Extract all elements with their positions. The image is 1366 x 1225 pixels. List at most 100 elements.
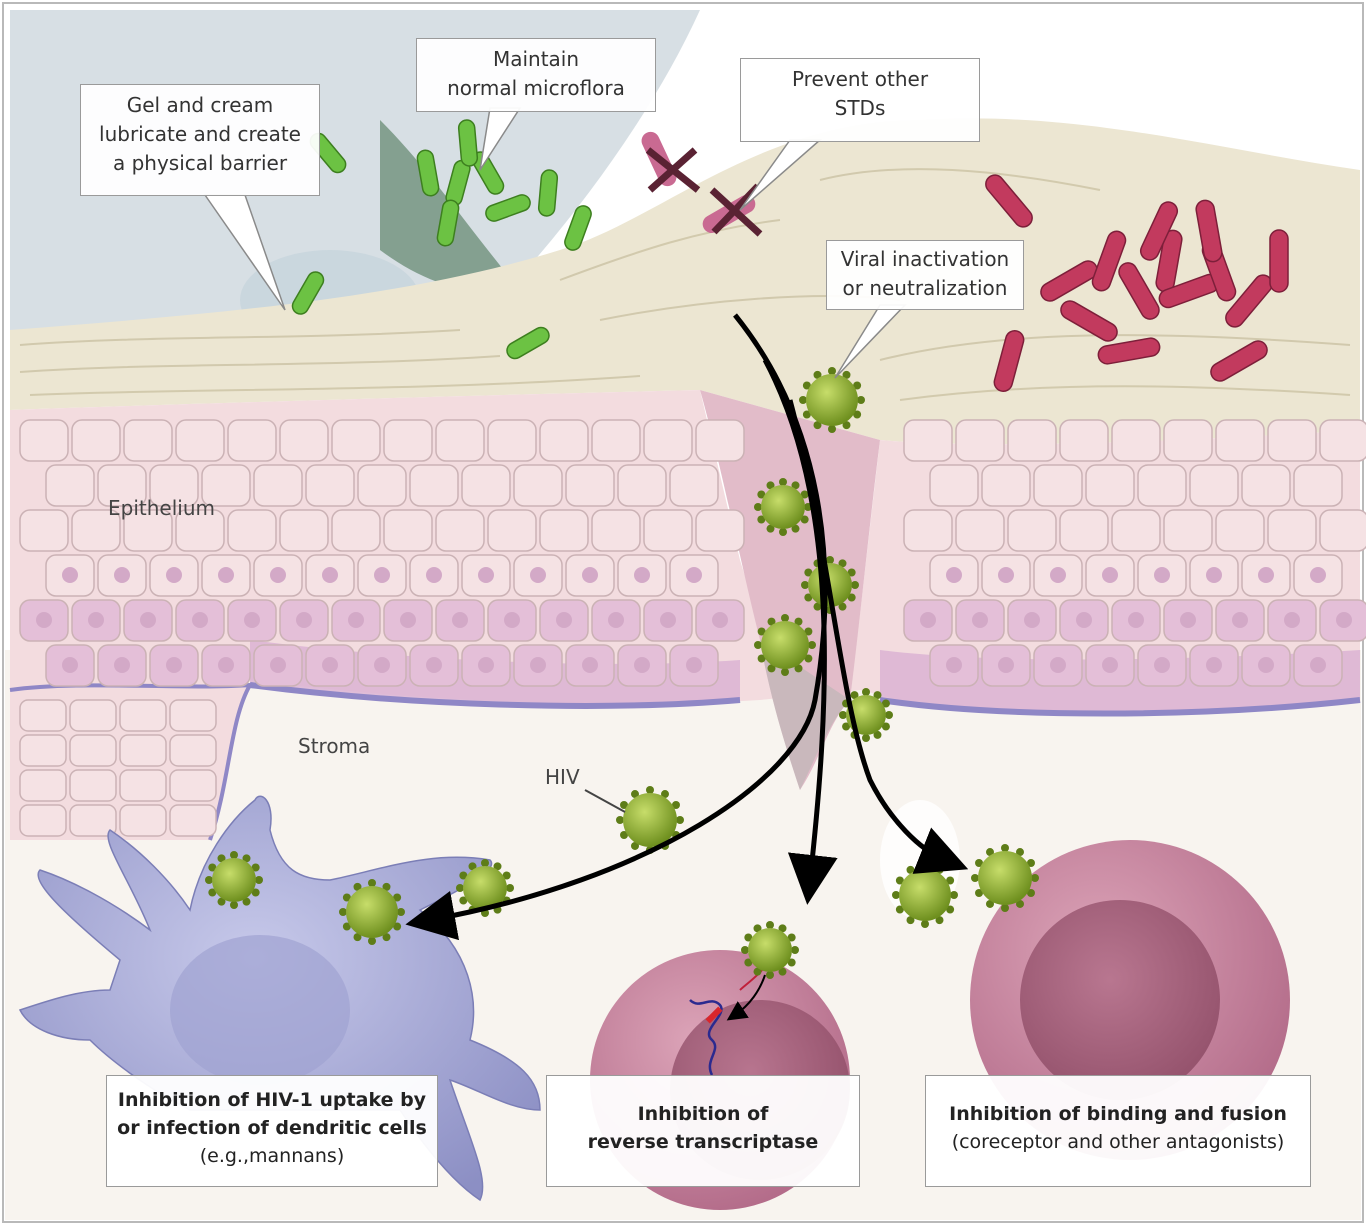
cell-nucleus	[1180, 612, 1196, 628]
epithelial-cell	[436, 510, 484, 551]
epithelial-cell	[904, 510, 952, 551]
epithelial-cell	[1242, 465, 1290, 506]
epithelial-cell	[170, 700, 216, 731]
epithelial-cell	[592, 510, 640, 551]
mechanism-rt-title: Inhibition of	[547, 1100, 859, 1128]
cell-nucleus	[582, 567, 598, 583]
cell-nucleus	[686, 657, 702, 673]
epithelial-cell	[1034, 465, 1082, 506]
cell-nucleus	[1102, 567, 1118, 583]
cell-nucleus	[140, 612, 156, 628]
callout-barrier: Gel and cream lubricate and create a phy…	[80, 84, 320, 196]
callout-microflora-line: Maintain	[425, 45, 647, 74]
callout-viral-line: or neutralization	[835, 274, 1015, 303]
callout-barrier-line: Gel and cream	[89, 91, 311, 120]
epithelial-cell	[46, 465, 94, 506]
epithelial-cell	[70, 735, 116, 766]
cell-nucleus	[270, 657, 286, 673]
epithelial-cell	[384, 420, 432, 461]
epithelial-cell	[120, 735, 166, 766]
cell-nucleus	[582, 657, 598, 673]
epithelial-cell	[176, 420, 224, 461]
epithelial-cell	[488, 420, 536, 461]
epithelial-cell	[488, 510, 536, 551]
epithelial-cell	[670, 465, 718, 506]
epithelial-cell	[332, 420, 380, 461]
cell-nucleus	[1336, 612, 1352, 628]
cell-nucleus	[322, 657, 338, 673]
epithelial-cell	[1216, 420, 1264, 461]
epithelial-cell	[1164, 510, 1212, 551]
cell-nucleus	[452, 612, 468, 628]
cell-nucleus	[114, 657, 130, 673]
cell-nucleus	[400, 612, 416, 628]
cell-nucleus	[114, 567, 130, 583]
label-stroma: Stroma	[298, 734, 370, 758]
cell-nucleus	[972, 612, 988, 628]
epithelial-cell	[696, 420, 744, 461]
epithelial-cell	[618, 465, 666, 506]
cell-nucleus	[1206, 657, 1222, 673]
epithelial-cell	[462, 465, 510, 506]
cell-nucleus	[426, 657, 442, 673]
cell-nucleus	[1258, 657, 1274, 673]
label-epithelium: Epithelium	[108, 496, 215, 520]
mechanism-rt-title: reverse transcriptase	[547, 1128, 859, 1156]
mechanism-dendritic-example: (e.g.,mannans)	[107, 1142, 437, 1170]
cell-nucleus	[634, 657, 650, 673]
epithelial-cell	[72, 420, 120, 461]
cell-nucleus	[634, 567, 650, 583]
epithelial-cell	[1268, 420, 1316, 461]
epithelial-cell	[20, 700, 66, 731]
callout-stds-line: Prevent other	[749, 65, 971, 94]
label-hiv: HIV	[545, 765, 580, 789]
mechanism-binding-fusion: Inhibition of binding and fusion (corece…	[925, 1075, 1311, 1187]
cell-nucleus	[62, 567, 78, 583]
cell-nucleus	[1024, 612, 1040, 628]
epithelial-cell	[1268, 510, 1316, 551]
cell-nucleus	[1128, 612, 1144, 628]
cell-nucleus	[296, 612, 312, 628]
epithelial-cell	[1060, 420, 1108, 461]
cell-nucleus	[504, 612, 520, 628]
epithelial-cell	[1216, 510, 1264, 551]
epithelial-cell	[332, 510, 380, 551]
epithelial-cell	[306, 465, 354, 506]
epithelial-cell	[70, 770, 116, 801]
callout-stds-line: STDs	[749, 94, 971, 123]
cell-nucleus	[1232, 612, 1248, 628]
epithelial-cell	[540, 420, 588, 461]
epithelial-cell	[170, 770, 216, 801]
epithelial-cell	[566, 465, 614, 506]
epithelial-cell	[1190, 465, 1238, 506]
epithelial-cell	[1138, 465, 1186, 506]
mechanism-binding-example: (coreceptor and other antagonists)	[926, 1128, 1310, 1156]
epithelial-cell	[1320, 420, 1366, 461]
cell-nucleus	[946, 567, 962, 583]
epithelial-cell	[592, 420, 640, 461]
epithelial-cell	[1086, 465, 1134, 506]
cell-nucleus	[218, 567, 234, 583]
callout-microflora-line: normal microflora	[425, 74, 647, 103]
epithelial-cell	[540, 510, 588, 551]
epithelial-cell	[514, 465, 562, 506]
epithelial-cell	[20, 420, 68, 461]
epithelial-cell	[1008, 420, 1056, 461]
epithelial-cell	[120, 770, 166, 801]
cell-nucleus	[478, 657, 494, 673]
std-bacterium-icon	[1270, 230, 1288, 292]
cell-nucleus	[530, 657, 546, 673]
cell-nucleus	[660, 612, 676, 628]
cell-nucleus	[1154, 657, 1170, 673]
cell-nucleus	[374, 567, 390, 583]
cell-nucleus	[1206, 567, 1222, 583]
epithelial-cell	[644, 510, 692, 551]
epithelial-cell	[170, 805, 216, 836]
epithelial-cell	[70, 700, 116, 731]
epithelial-cell	[120, 700, 166, 731]
mechanism-dendritic: Inhibition of HIV-1 uptake by or infecti…	[106, 1075, 438, 1187]
cell-nucleus	[1284, 612, 1300, 628]
cell-nucleus	[1076, 612, 1092, 628]
epithelial-cell	[956, 510, 1004, 551]
mechanism-dendritic-title: or infection of dendritic cells	[107, 1114, 437, 1142]
